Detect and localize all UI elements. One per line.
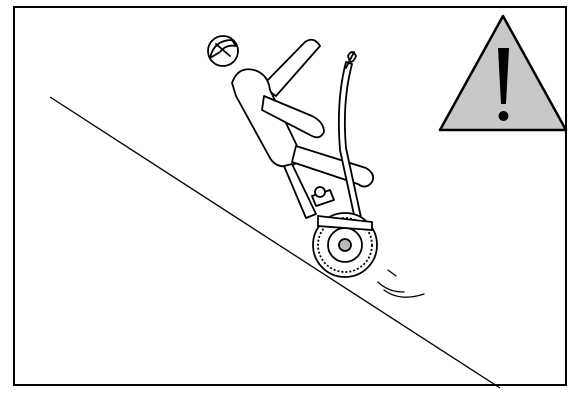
warning-triangle-icon: [438, 14, 568, 132]
slope-line: [49, 96, 501, 389]
figure-border: [13, 6, 567, 386]
scooter-wheel: [312, 212, 378, 278]
motion-lines: [377, 269, 425, 298]
rider-figure: [207, 35, 375, 225]
